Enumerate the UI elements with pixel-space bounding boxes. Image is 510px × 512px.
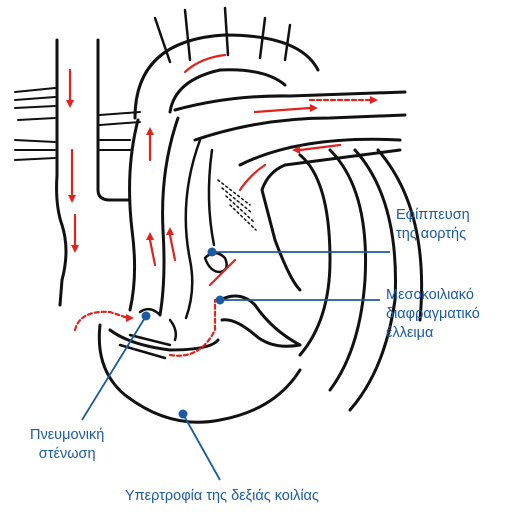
aorta-outer-line [209, 150, 214, 245]
ascending-aorta-left [130, 120, 138, 310]
arrowhead-arch-1 [146, 127, 154, 135]
left-pulmonary-lines [15, 88, 55, 160]
arrowhead-ra [126, 314, 134, 322]
dot-rv-hypertrophy [179, 410, 188, 419]
arrowhead-aorta-1 [146, 232, 154, 240]
ventricular-septum [220, 296, 300, 346]
flow-arrow-lv-2 [240, 165, 265, 190]
dot-vsd [216, 296, 225, 305]
arrowhead-svc-2 [68, 195, 76, 203]
pulmonary-artery-bottom [195, 115, 405, 140]
label-overriding-aorta: Εφίππευση της αορτής [396, 206, 470, 244]
label-pulmonary-stenosis: Πνευμονική στένωση [30, 426, 104, 464]
aortic-valve [205, 253, 227, 272]
label-overriding-aorta-line2: της αορτής [396, 225, 470, 244]
label-vsd-line2: διαφραγματικό [386, 305, 480, 324]
arrowhead-svc-3 [71, 245, 79, 253]
aorta-inner-line [186, 140, 200, 318]
label-vsd-line1: Μεσοκοιλιακό [386, 286, 480, 305]
dot-pulmonary-stenosis [142, 312, 151, 321]
label-overriding-aorta-line1: Εφίππευση [396, 206, 470, 225]
label-vsd: Μεσοκοιλιακό διαφραγματικό έλλειμα [386, 286, 480, 343]
flow-arrow-aorta-1 [150, 240, 155, 265]
hatched-area [218, 180, 256, 230]
label-pulmonary-stenosis-line2: στένωση [30, 445, 104, 464]
arrowhead-aorta-2 [166, 227, 174, 235]
flow-arrow-ra [75, 312, 128, 330]
svc-right-wall [98, 40, 128, 200]
flow-arrow-vsd [210, 260, 235, 285]
leader-rv-hypertrophy [183, 414, 220, 480]
arrowhead-pa-mid [310, 104, 318, 112]
label-rv-hypertrophy: Υπερτροφία της δεξιάς κοιλίας [125, 487, 319, 506]
label-pulmonary-stenosis-line1: Πνευμονική [30, 426, 104, 445]
flow-arrow-pa-mid [255, 108, 310, 112]
label-vsd-line3: έλλειμα [386, 324, 480, 343]
arrowhead-pa-top [370, 96, 378, 104]
left-ventricle-walls [300, 150, 422, 410]
superior-vena-cava [57, 40, 66, 305]
dot-overriding-aorta [208, 248, 217, 257]
label-rv-hypertrophy-text: Υπερτροφία της δεξιάς κοιλίας [125, 487, 319, 506]
ascending-aorta-right [160, 118, 178, 315]
flow-arrow-aorta-2 [170, 235, 175, 260]
arrowhead-svc-1 [66, 100, 74, 108]
